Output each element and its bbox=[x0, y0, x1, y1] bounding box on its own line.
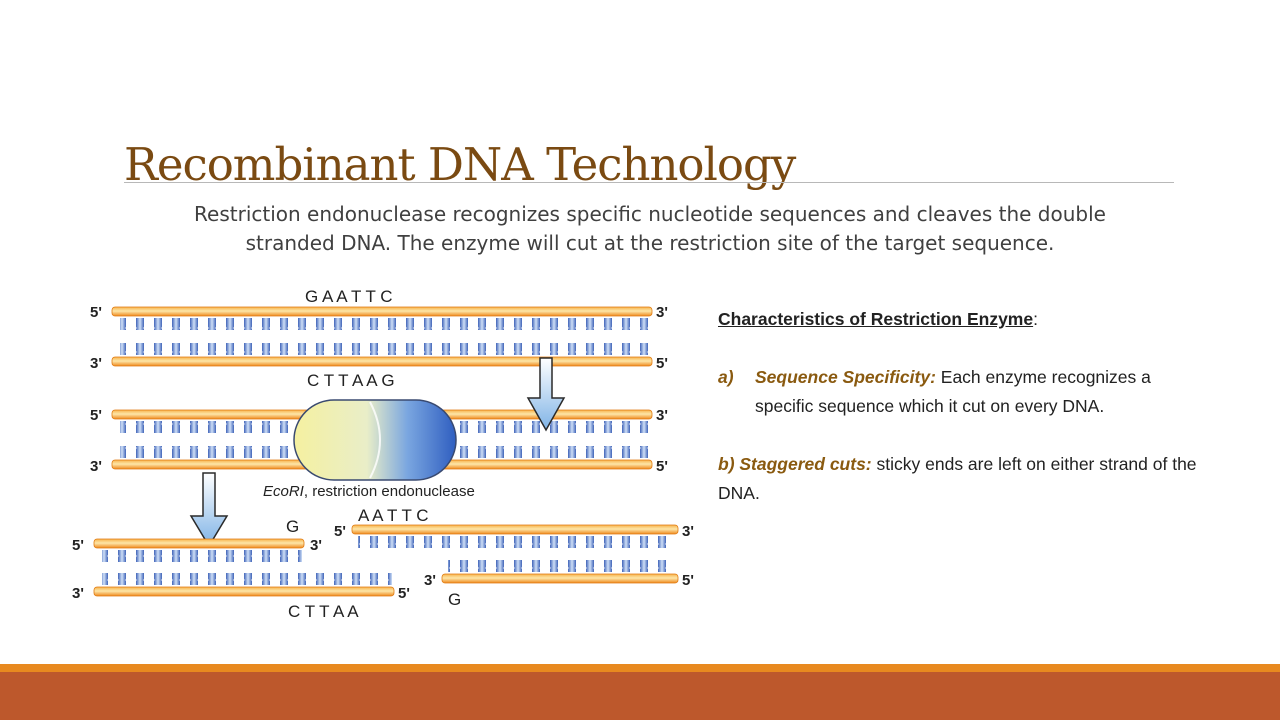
characteristics-heading-line: Characteristics of Restriction Enzyme: bbox=[718, 305, 1198, 334]
strand-label: 5' bbox=[72, 537, 84, 554]
spacer bbox=[718, 334, 1198, 363]
ecori-enzyme bbox=[293, 399, 457, 481]
footer-accent-bar bbox=[0, 664, 1280, 672]
sticky-end-bottom: G bbox=[448, 590, 461, 609]
base-pairs bbox=[358, 536, 676, 548]
footer-bar bbox=[0, 672, 1280, 720]
strand-label: 5' bbox=[90, 407, 102, 424]
item-b-text: sticky ends are left on either strand of… bbox=[718, 454, 1197, 503]
base-pairs bbox=[102, 550, 302, 562]
strand-backbone bbox=[351, 524, 679, 535]
strand-label: 3' bbox=[656, 304, 668, 321]
item-a-text: Each enzyme recognizes a specific sequen… bbox=[755, 367, 1151, 416]
base-pairs bbox=[120, 318, 650, 330]
strand-label: 3' bbox=[90, 355, 102, 372]
dna-strand-1: 5' 3' 3' 5' G A A T T C C T T A A G bbox=[90, 287, 668, 390]
strand-backbone bbox=[441, 573, 679, 584]
title-underline bbox=[124, 182, 1174, 183]
recognition-sequence-top: G A A T T C bbox=[305, 287, 393, 306]
strand-backbone bbox=[111, 356, 653, 367]
heading-colon: : bbox=[1033, 309, 1038, 329]
strand-label: 3' bbox=[682, 523, 694, 540]
base-pairs bbox=[120, 343, 650, 355]
dna-fragment-left: 5' 3' 3' 5' G C T T A A bbox=[72, 517, 410, 621]
strand-label: 3' bbox=[90, 458, 102, 475]
item-a-title: Sequence Specificity: bbox=[755, 367, 936, 387]
base-pairs bbox=[102, 573, 392, 585]
strand-label: 3' bbox=[72, 585, 84, 602]
restriction-enzyme-figure: 5' 3' 3' 5' G A A T T C C T T A A G 5' 3… bbox=[72, 287, 694, 621]
list-marker-a: a) bbox=[718, 367, 734, 387]
list-item-b: b) Staggered cuts: sticky ends are left … bbox=[718, 450, 1198, 508]
enzyme-name: EcoRI bbox=[263, 483, 304, 500]
strand-label: 3' bbox=[424, 572, 436, 589]
strand-backbone bbox=[93, 586, 395, 597]
slide-title: Recombinant DNA Technology bbox=[124, 138, 796, 191]
subtitle-line-1: Restriction endonuclease recognizes spec… bbox=[194, 202, 1106, 226]
strand-backbone bbox=[93, 538, 305, 549]
strand-label: 5' bbox=[682, 572, 694, 589]
sticky-end-bottom: C T T A A bbox=[288, 602, 359, 621]
enzyme-label: EcoRI, restriction endonuclease bbox=[263, 483, 475, 500]
strand-label: 5' bbox=[90, 304, 102, 321]
enzyme-description: , restriction endonuclease bbox=[304, 483, 475, 500]
strand-label: 5' bbox=[398, 585, 410, 602]
cut-arrow-left bbox=[189, 472, 229, 548]
recognition-sequence-bottom: C T T A A G bbox=[307, 371, 395, 390]
strand-label: 5' bbox=[656, 355, 668, 372]
spacer bbox=[718, 421, 1198, 450]
dna-fragment-right: 5' 3' 3' 5' A A T T C G bbox=[334, 506, 694, 609]
base-pairs bbox=[448, 560, 676, 572]
strand-label: 5' bbox=[334, 523, 346, 540]
strand-label: 5' bbox=[656, 458, 668, 475]
item-b-title: b) Staggered cuts: bbox=[718, 454, 872, 474]
strand-backbone bbox=[111, 306, 653, 317]
list-item-a: a) Sequence Specificity: Each enzyme reco… bbox=[718, 363, 1198, 421]
strand-label: 3' bbox=[656, 407, 668, 424]
cut-arrow-right bbox=[526, 357, 566, 432]
sticky-end-top: G bbox=[286, 517, 299, 536]
characteristics-heading: Characteristics of Restriction Enzyme bbox=[718, 309, 1034, 329]
subtitle-line-2: stranded DNA. The enzyme will cut at the… bbox=[245, 231, 1055, 255]
sticky-end-top: A A T T C bbox=[358, 506, 429, 525]
characteristics-panel: Characteristics of Restriction Enzyme: a… bbox=[718, 305, 1198, 508]
strand-label: 3' bbox=[310, 537, 322, 554]
